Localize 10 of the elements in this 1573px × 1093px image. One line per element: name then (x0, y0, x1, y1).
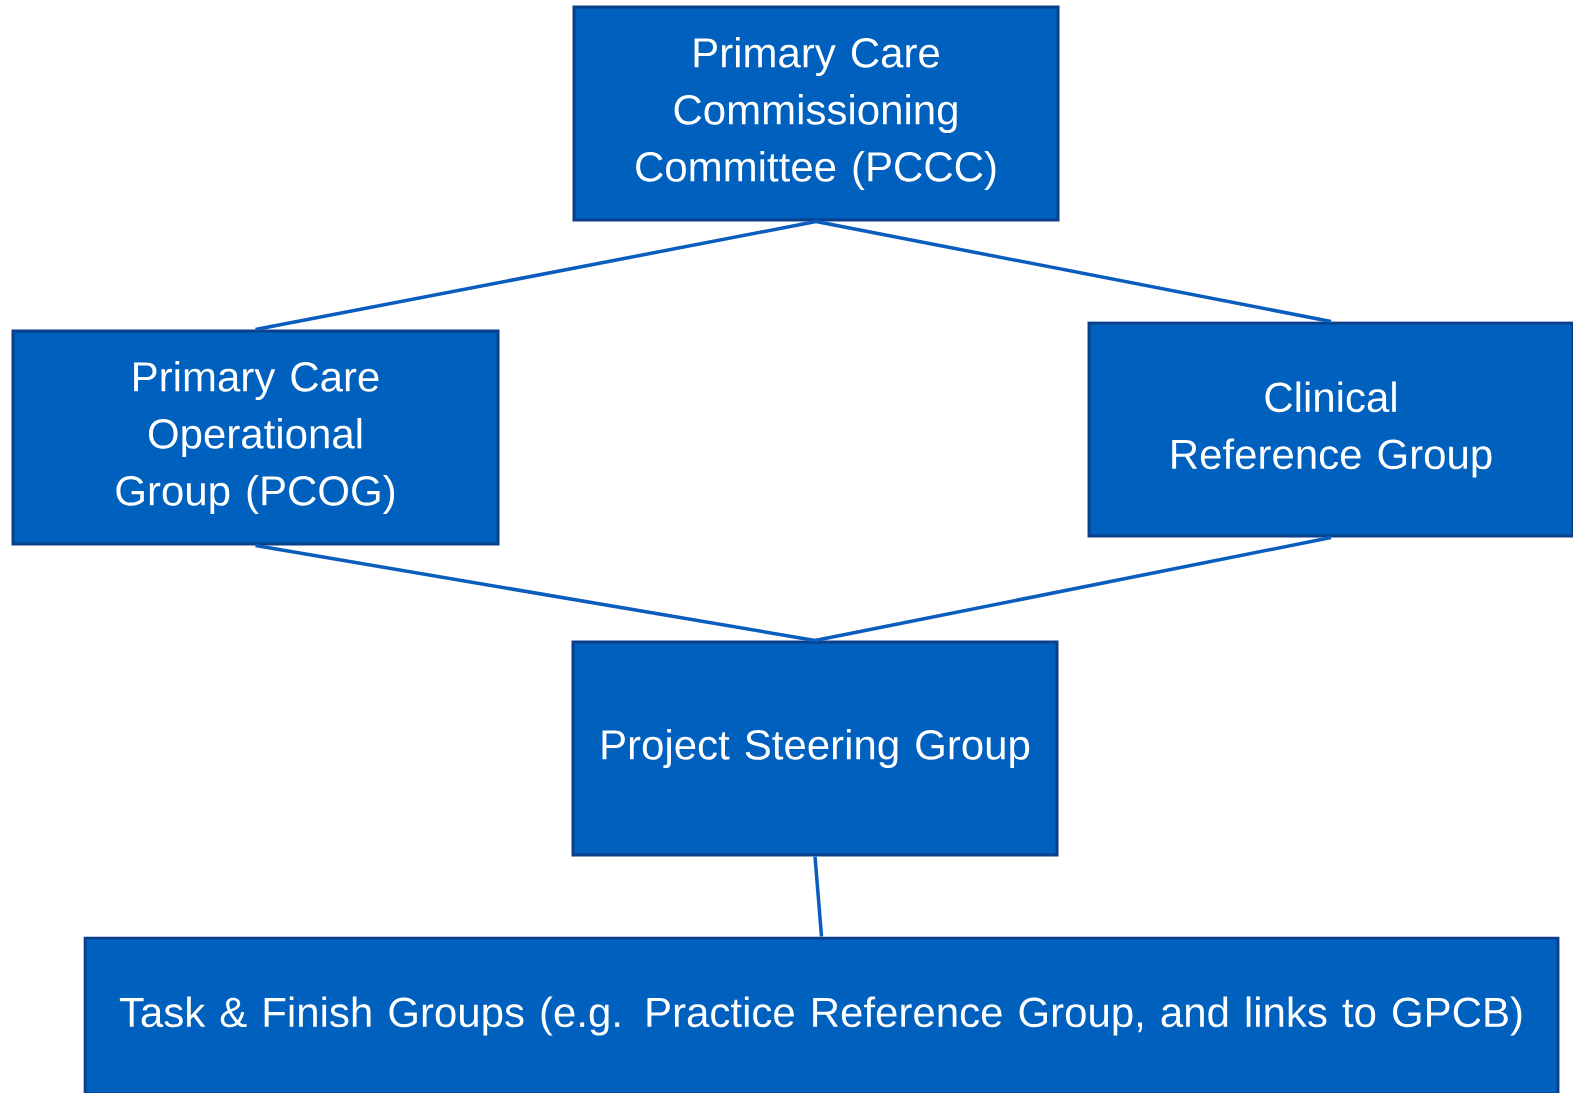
connector-line (814, 535, 1332, 643)
connector-line (255, 219, 817, 332)
connector-line (255, 543, 816, 643)
group-box: Clinical Reference Group (1087, 321, 1573, 538)
group-box: Primary Care Commissioning Committee (PCCC) (572, 5, 1060, 222)
group-box: Task & Finish Groups (e.g. Practice Reference Group, and links to GPCB) (83, 936, 1560, 1093)
group-box: Primary Care Operational Group (PCOG) (11, 329, 500, 546)
group-box: Project Steering Group (571, 640, 1059, 857)
connector-line (813, 856, 824, 937)
connector-line (815, 219, 1332, 324)
